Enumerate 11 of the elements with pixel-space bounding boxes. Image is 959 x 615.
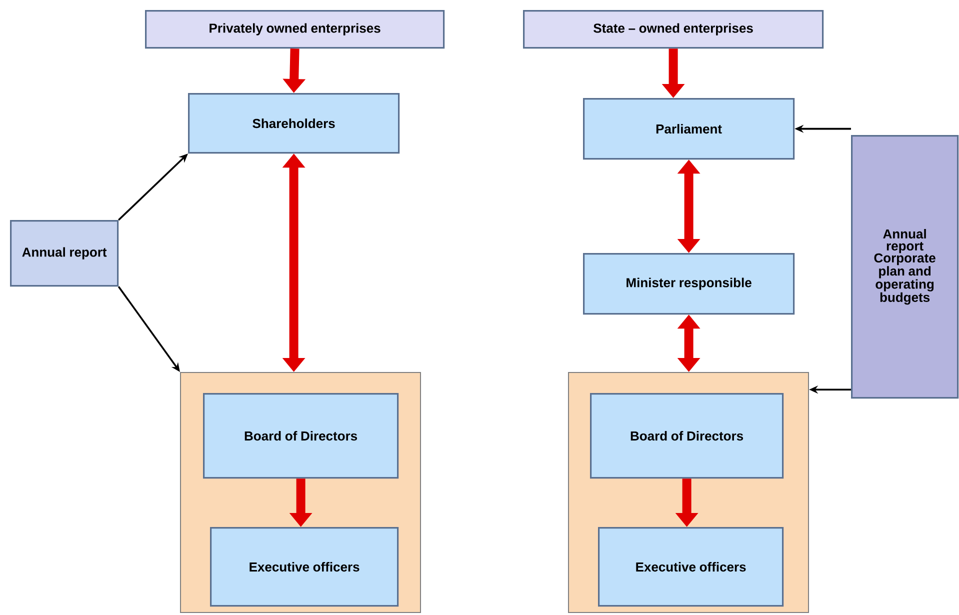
process-box: Board of Directors	[203, 393, 399, 479]
note-box: Annual report Corporate plan and operating budgets	[851, 135, 959, 399]
heading-box: State – owned enterprises	[523, 10, 824, 49]
process-box: Executive officers	[210, 527, 399, 607]
process-box: Minister responsible	[583, 253, 795, 315]
process-box: Executive officers	[598, 527, 784, 607]
heading-box: Privately owned enterprises	[145, 10, 445, 49]
process-box: Parliament	[583, 98, 795, 160]
process-box: Board of Directors	[590, 393, 784, 479]
process-box: Shareholders	[188, 93, 400, 154]
note-box: Annual report	[10, 220, 119, 287]
